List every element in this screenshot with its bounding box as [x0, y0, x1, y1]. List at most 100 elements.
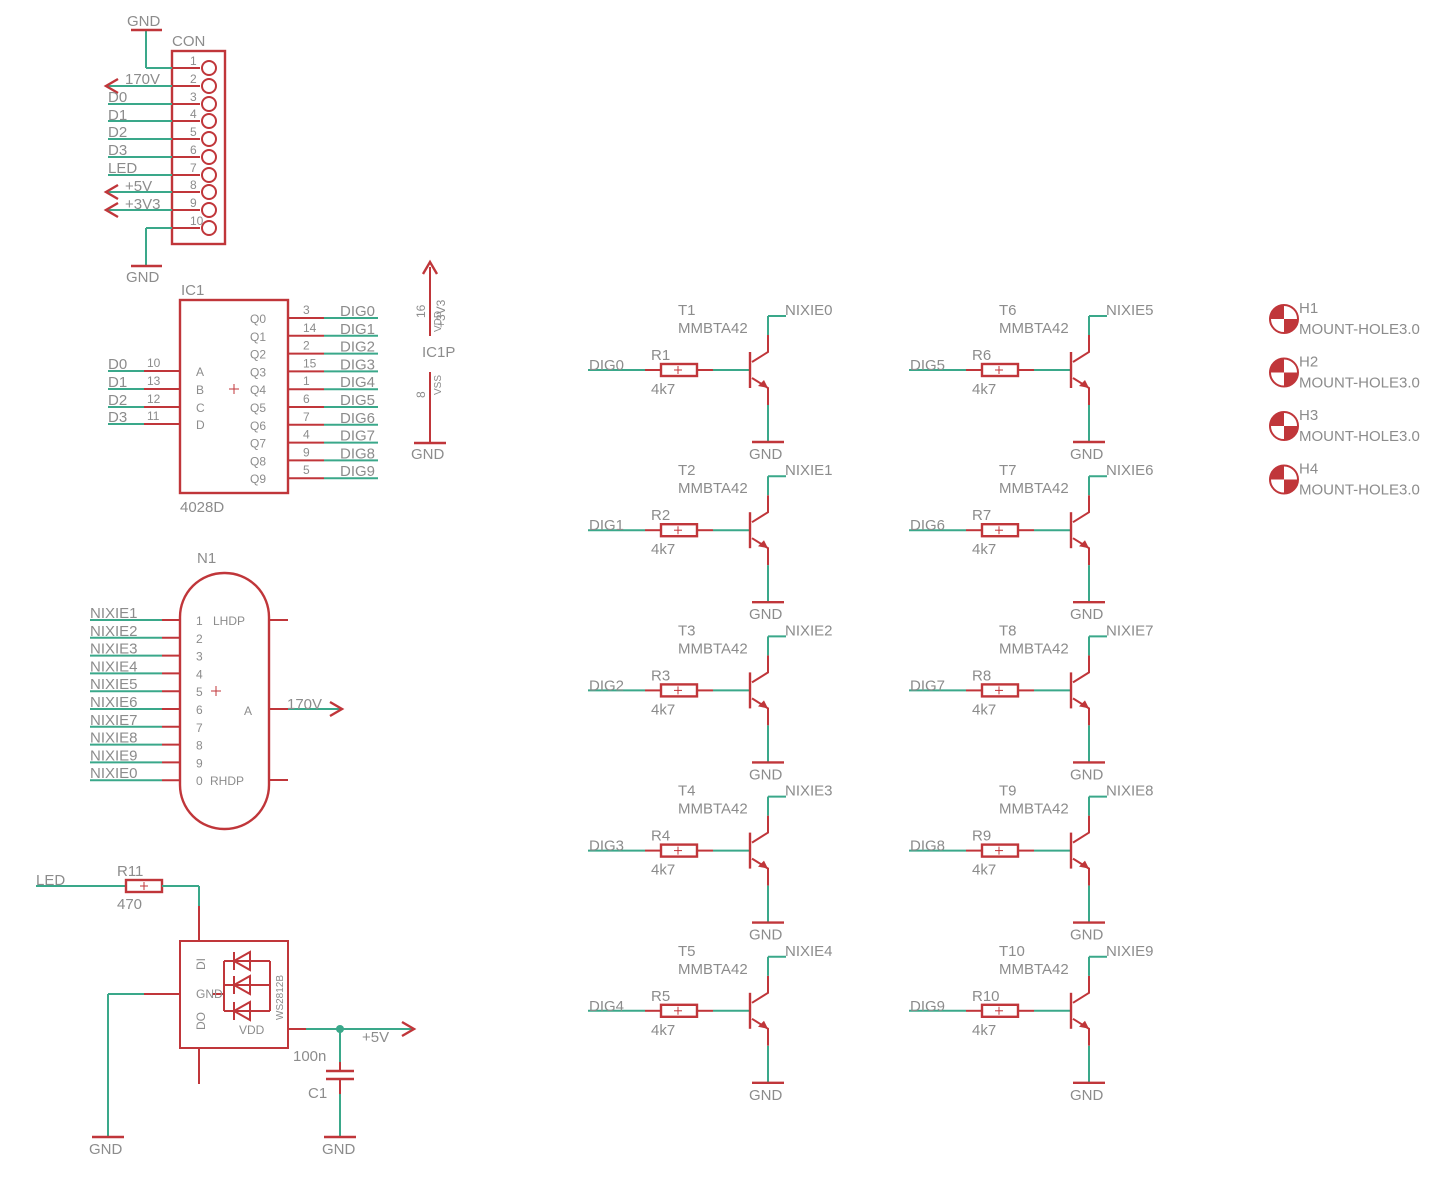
net-label: DIG2: [340, 339, 375, 356]
supply-arrow: [103, 77, 119, 95]
connector-name: CON: [172, 33, 205, 50]
pin-label: Q2: [250, 348, 266, 362]
led-section: LED R11 470 GND +5V GND 100n C1: [36, 863, 417, 1158]
emitter-arrow-icon: [758, 860, 768, 869]
pin-number: 9: [196, 756, 203, 770]
c1-name: C1: [308, 1085, 327, 1102]
vdd-pin-label: VDD: [239, 1023, 265, 1037]
net-label-5v: +5V: [125, 178, 152, 195]
resistor-name: R10: [972, 988, 1000, 1005]
transistor-value: MMBTA42: [678, 961, 748, 978]
c1-value: 100n: [293, 1048, 326, 1065]
net-label-led: LED: [108, 160, 137, 177]
transistor-collector: [751, 335, 769, 363]
di-label: DI: [194, 958, 208, 970]
pin-number: 15: [303, 356, 317, 370]
net-label: NIXIE0: [785, 302, 833, 319]
pin-number: 4: [196, 667, 203, 681]
transistor-emitter: [1072, 697, 1090, 726]
resistor-name: R2: [651, 507, 670, 524]
pin-number: 7: [196, 721, 203, 735]
pin-number: 3: [196, 650, 203, 664]
hole-quadrant: [1270, 465, 1284, 480]
hole-quadrant: [1284, 479, 1298, 494]
rhdp-label: RHDP: [210, 774, 244, 788]
hole-quadrant: [1284, 426, 1298, 440]
resistor-value: 4k7: [651, 541, 675, 558]
transistor-value: MMBTA42: [999, 961, 1069, 978]
transistor-name: T8: [999, 622, 1017, 639]
net-label: NIXIE5: [90, 676, 138, 693]
pin-number: 3: [190, 90, 197, 104]
transistor-collector: [1072, 815, 1090, 844]
gnd-label: GND: [126, 269, 160, 286]
transistor-name: T10: [999, 943, 1025, 960]
pin-number: 9: [303, 445, 310, 459]
supply-arrow: [421, 259, 439, 275]
r11-name: R11: [117, 863, 143, 880]
net-label-170v: 170V: [125, 71, 160, 88]
transistor-emitter: [1072, 537, 1090, 566]
ic1p-power: IC1P GND +3V3 VDD 16 VSS 8: [411, 259, 455, 463]
ic1p-name: IC1P: [422, 344, 455, 361]
net-label: NIXIE7: [90, 712, 138, 729]
resistor-name: R5: [651, 988, 670, 1005]
net-label: NIXIE0: [90, 765, 138, 782]
supply-arrow: [401, 1020, 417, 1038]
emitter-arrow-icon: [758, 380, 768, 388]
net-label: DIG9: [340, 463, 375, 480]
pin-number: 3: [303, 303, 310, 317]
gnd-label: GND: [1070, 927, 1104, 944]
gnd-label: GND: [89, 1141, 123, 1158]
supply-arrow: [103, 183, 119, 201]
pin-label: Q0: [250, 312, 266, 326]
net-label: DIG8: [340, 445, 375, 462]
net-label-170v: 170V: [287, 696, 322, 713]
net-label: NIXIE8: [1106, 783, 1154, 800]
resistor-value: 4k7: [651, 381, 675, 398]
net-label: DIG0: [589, 357, 624, 374]
pin-number: 6: [196, 703, 203, 717]
net-label: NIXIE4: [785, 943, 833, 960]
pin-number: 1: [303, 374, 310, 388]
pin-label: D: [196, 418, 205, 432]
net-label: NIXIE8: [90, 730, 138, 747]
net-label: DIG6: [910, 517, 945, 534]
vss-label: VSS: [433, 375, 444, 395]
hole-quadrant: [1284, 372, 1298, 387]
led-diode-icon: [231, 1000, 251, 1022]
pin-number: 13: [147, 374, 161, 388]
hole-value: MOUNT-HOLE3.0: [1299, 321, 1420, 338]
pin-number: 1: [190, 54, 197, 68]
vss-pin-number: 8: [414, 391, 428, 398]
pin-label: Q4: [250, 383, 266, 397]
transistor-emitter: [751, 697, 769, 726]
transistor-emitter: [1072, 377, 1090, 405]
net-label: NIXIE7: [1106, 622, 1154, 639]
pin-number: 2: [196, 632, 203, 646]
gnd-label: GND: [749, 927, 783, 944]
pin-label: Q3: [250, 365, 266, 379]
transistor-value: MMBTA42: [999, 640, 1069, 657]
pin-contact-icon: [201, 131, 217, 147]
pin-number: 8: [196, 739, 203, 753]
pin-contact-icon: [201, 60, 217, 76]
transistor-collector: [1072, 975, 1090, 1004]
hole-value: MOUNT-HOLE3.0: [1299, 482, 1420, 499]
net-label: DIG5: [910, 357, 945, 374]
emitter-arrow-icon: [758, 700, 768, 709]
transistor-collector: [1072, 335, 1090, 363]
anode-label: A: [244, 704, 252, 718]
gnd-label: GND: [1070, 606, 1104, 623]
transistor-value: MMBTA42: [999, 480, 1069, 497]
transistor-emitter: [1072, 857, 1090, 886]
ic1-value: 4028D: [180, 499, 224, 516]
net-label-led: LED: [36, 872, 65, 889]
pin-contact-icon: [201, 113, 217, 129]
